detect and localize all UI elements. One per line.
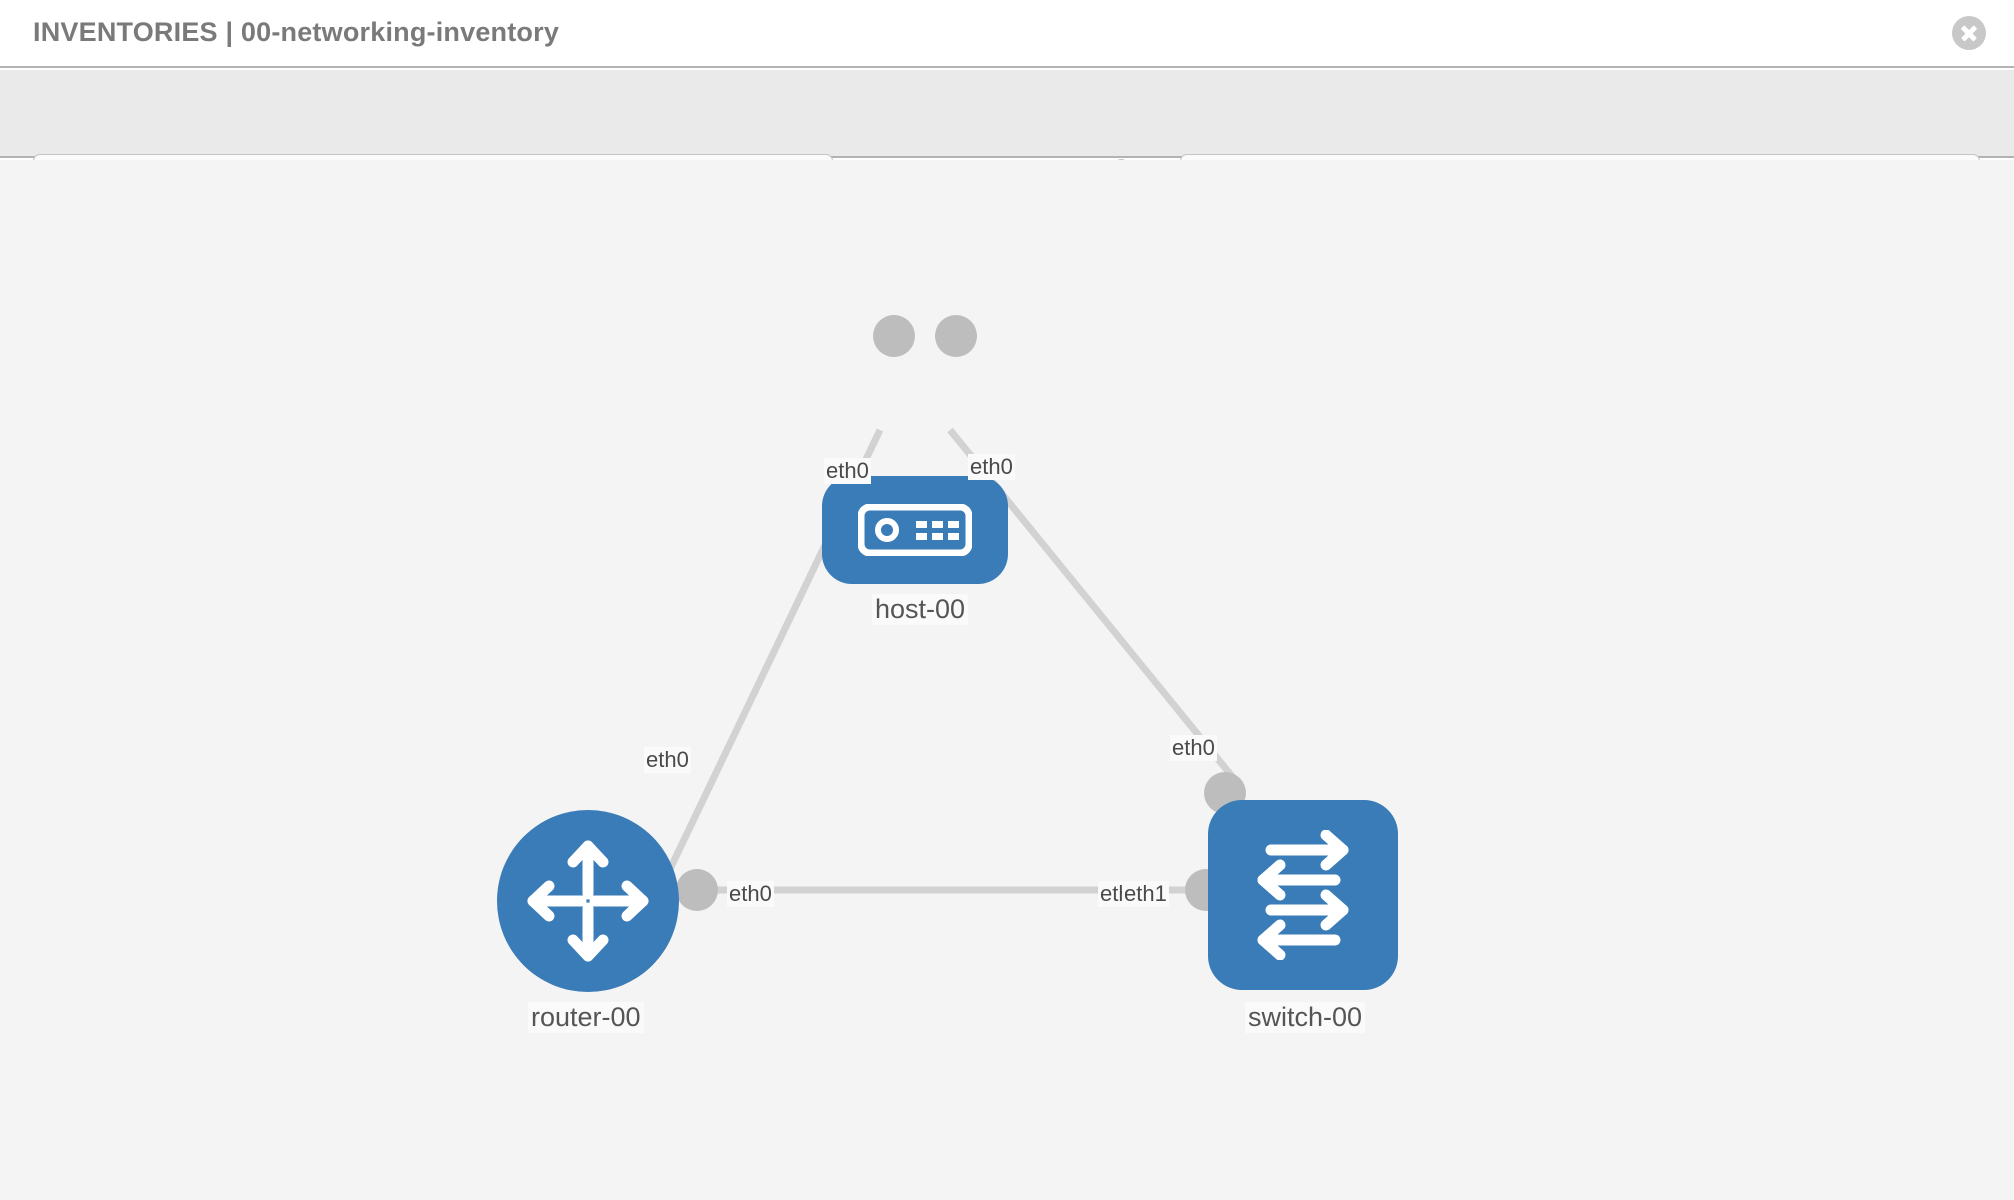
router-node-shape: [497, 810, 679, 992]
switch-node-shape: [1208, 800, 1398, 990]
node-label-router-00: router-00: [528, 1002, 644, 1033]
switch-arrows-icon: [1257, 830, 1349, 960]
topology-canvas[interactable]: host-00 router-00: [0, 160, 2014, 1200]
node-label-host-00: host-00: [872, 594, 969, 625]
node-router-00[interactable]: [497, 810, 679, 992]
edge-label-host-left: eth0: [824, 458, 871, 484]
router-arrows-icon: [527, 840, 649, 962]
server-device-icon: [858, 504, 972, 556]
port-host-right[interactable]: [935, 315, 977, 357]
edge-label-router-upper: eth0: [644, 747, 691, 773]
edge-label-switch-left: eth1: [1122, 881, 1169, 907]
toolbar: ACTIONS SEARCH: [0, 70, 2014, 206]
edge-label-router-right: eth0: [727, 881, 774, 907]
close-icon[interactable]: [1952, 16, 1986, 50]
edge-label-switch-upper: eth0: [1170, 735, 1217, 761]
node-host-00[interactable]: [822, 476, 1008, 584]
port-router-right[interactable]: [676, 869, 718, 911]
page-title: INVENTORIES | 00-networking-inventory: [33, 17, 560, 47]
node-label-switch-00: switch-00: [1245, 1002, 1366, 1033]
node-switch-00[interactable]: [1208, 800, 1398, 990]
edge-label-host-right: eth0: [968, 454, 1015, 480]
host-node-shape: [822, 476, 1008, 584]
topology-edges: [656, 427, 1238, 894]
window-header: INVENTORIES | 00-networking-inventory: [0, 0, 2014, 68]
port-host-left[interactable]: [873, 315, 915, 357]
